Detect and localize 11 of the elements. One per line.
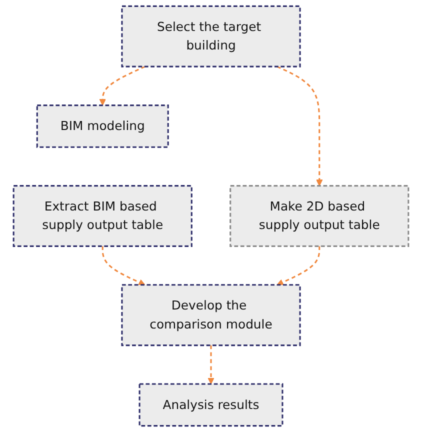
arrow	[99, 66, 146, 106]
arrow	[276, 246, 320, 286]
node-box: Develop the comparison module	[121, 284, 301, 346]
arrow	[208, 345, 214, 384]
arrow	[276, 66, 323, 186]
arrow	[102, 246, 146, 286]
node-box: Extract BIM based supply output table	[12, 185, 192, 247]
node-box: Analysis results	[138, 383, 284, 427]
node-box: Make 2D based supply output table	[230, 185, 410, 247]
node-box: BIM modeling	[36, 104, 169, 148]
node-box: Select the target building	[121, 5, 301, 68]
